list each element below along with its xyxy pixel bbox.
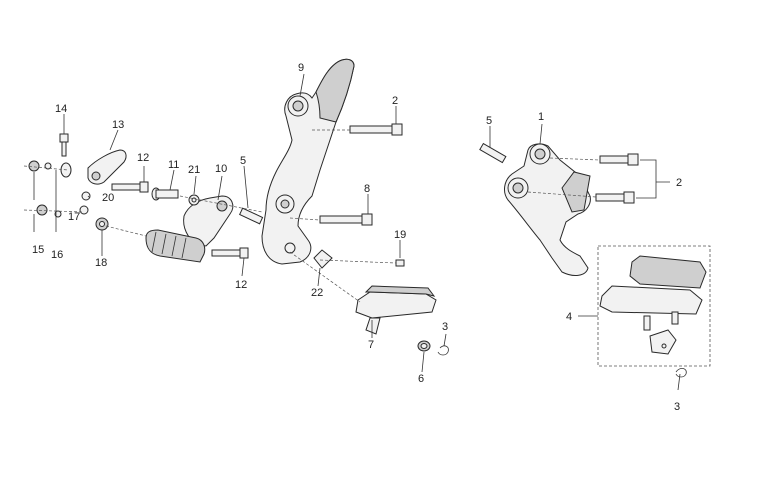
- callout-5: 5: [240, 155, 246, 167]
- callout-19: 19: [394, 229, 406, 241]
- rod-end-part-18: [95, 217, 109, 231]
- footpeg-assembly-box-4: [597, 245, 711, 367]
- footpeg-part-4: [599, 255, 707, 355]
- spring-part-6: [417, 340, 431, 352]
- callout-10: 10: [215, 163, 227, 175]
- bolt-part-12-upper: [111, 181, 149, 193]
- callout-7: 7: [368, 339, 374, 351]
- clip-part-3-right: [675, 368, 687, 378]
- bolt-part-12-lower: [211, 247, 249, 259]
- callout-2b: 2: [676, 177, 682, 189]
- bolt-part-2-right-lower: [595, 191, 635, 204]
- shift-pedal-part-10: [183, 195, 234, 247]
- callout-17: 17: [68, 211, 80, 223]
- callout-22: 22: [311, 287, 323, 299]
- screw-part-19: [395, 259, 405, 267]
- washers-part-16: [44, 162, 62, 218]
- shift-rubber: [145, 229, 206, 263]
- footpeg-part-7: [355, 285, 437, 335]
- leader-lines: [33, 73, 681, 391]
- callout-15: 15: [32, 244, 44, 256]
- spacer-part-20: [81, 191, 91, 201]
- callout-12: 12: [137, 152, 149, 164]
- callout-14: 14: [55, 103, 67, 115]
- rod-end-part-17: [60, 162, 89, 215]
- callout-11: 11: [168, 159, 179, 171]
- pin-part-5-left: [239, 207, 264, 225]
- washer-part-21: [188, 194, 200, 206]
- bolt-part-8: [319, 213, 373, 226]
- bushing-part-11: [151, 187, 179, 201]
- footpeg-bracket-part-1: [504, 143, 591, 276]
- callout-12b: 12: [235, 279, 247, 291]
- callout-1: 1: [538, 111, 544, 123]
- callout-6: 6: [418, 373, 424, 385]
- heel-plate-part-22: [313, 249, 333, 269]
- footpeg-bracket-part-9: [261, 58, 355, 265]
- pin-part-5-right: [479, 142, 507, 164]
- callout-13: 13: [112, 119, 124, 131]
- callout-18: 18: [95, 257, 107, 269]
- bolt-part-2-left: [349, 123, 403, 136]
- bolt-part-14: [59, 133, 69, 157]
- callout-3: 3: [442, 321, 448, 333]
- callout-2: 2: [392, 95, 398, 107]
- bolt-part-2-right-upper: [599, 153, 639, 166]
- clip-part-3: [437, 345, 449, 356]
- nuts-part-15: [28, 160, 48, 216]
- callout-20: 20: [102, 192, 114, 204]
- callout-4: 4: [566, 311, 572, 323]
- callout-3b: 3: [674, 401, 680, 413]
- callout-labels: 9 2 14 13 12 11 21 10 5 8 20 17 19 15 16…: [32, 62, 682, 413]
- shift-linkage-part-13: [87, 149, 127, 185]
- callout-5b: 5: [486, 115, 492, 127]
- callout-8: 8: [364, 183, 370, 195]
- callout-9: 9: [298, 62, 304, 74]
- callout-21: 21: [188, 164, 200, 176]
- callout-16: 16: [51, 249, 63, 261]
